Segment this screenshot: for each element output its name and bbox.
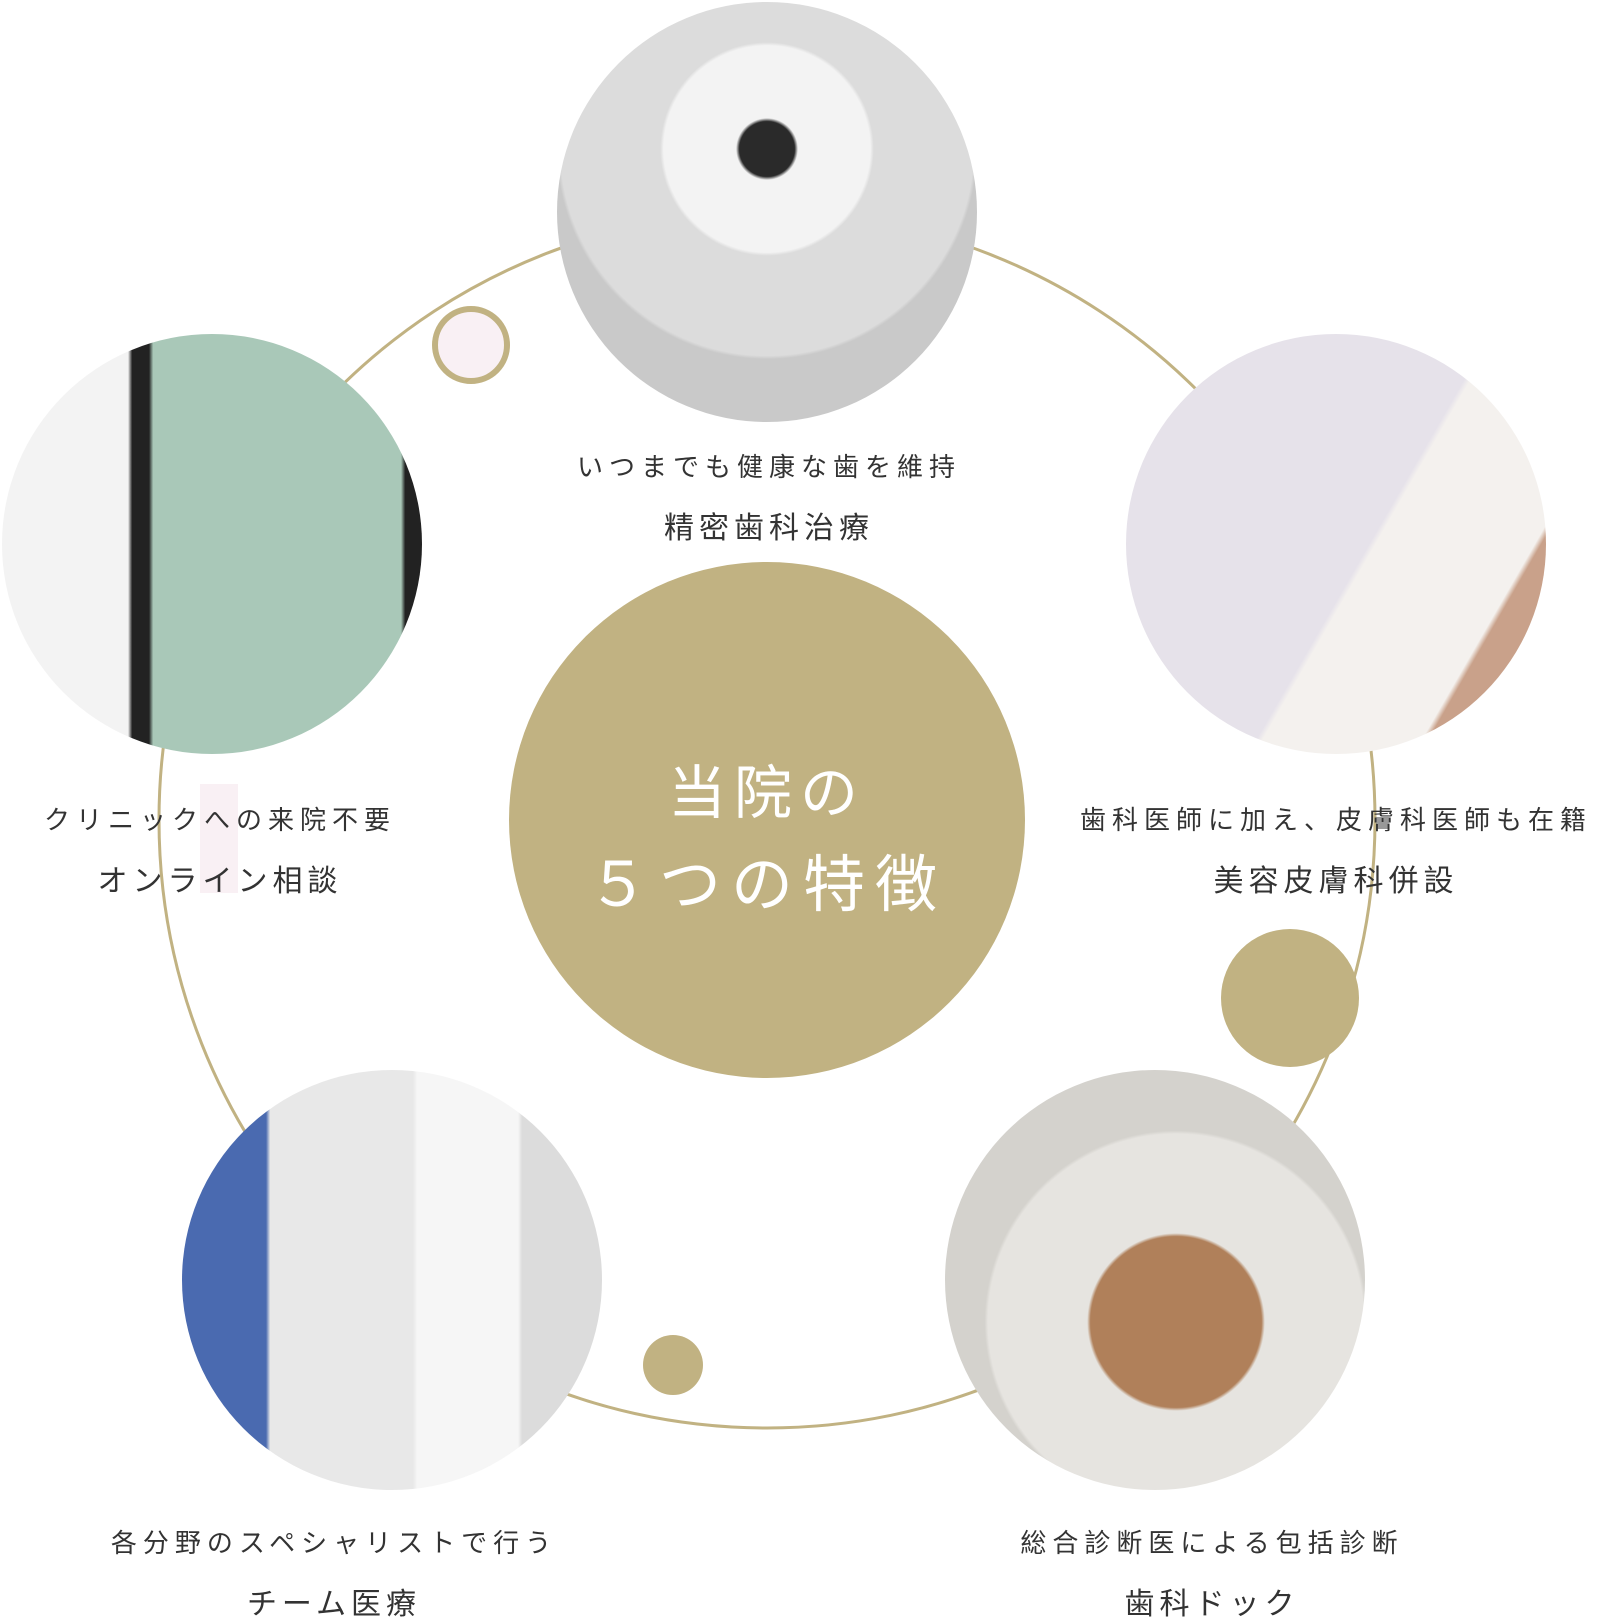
feature-label-dermatology: 歯科医師に加え、皮膚科医師も在籍 美容皮膚科併設 <box>1036 804 1616 900</box>
photo-dental-chair <box>945 1070 1365 1490</box>
feature-title: 精密歯科治療 <box>664 511 874 546</box>
feature-title: オンライン相談 <box>97 864 343 899</box>
heading-line-1: 当院の <box>667 759 866 827</box>
feature-subtitle: 各分野のスペシャリストで行う <box>110 1529 558 1559</box>
feature-subtitle: 歯科医師に加え、皮膚科医師も在籍 <box>1079 806 1592 836</box>
feature-label-team: 各分野のスペシャリストで行う チーム医療 <box>34 1527 634 1623</box>
photo-doctor-with-clipboard <box>1126 334 1546 754</box>
orbit-dot-large <box>1221 929 1359 1067</box>
feature-subtitle: いつまでも健康な歯を維持 <box>576 453 961 483</box>
orbit-dot-small-ring <box>432 306 510 384</box>
heading-line-2: ５つの特徴 <box>586 848 947 921</box>
feature-title: 歯科ドック <box>1124 1587 1300 1622</box>
feature-subtitle: 総合診断医による包括診断 <box>1020 1529 1404 1559</box>
feature-title: チーム医療 <box>246 1587 422 1622</box>
feature-subtitle: クリニックへの来院不要 <box>43 806 396 836</box>
feature-label-precision: いつまでも健康な歯を維持 精密歯科治療 <box>469 451 1069 547</box>
feature-title: 美容皮膚科併設 <box>1213 864 1459 899</box>
photo-dental-microscope <box>557 2 977 422</box>
features-heading-circle: 当院の ５つの特徴 <box>509 562 1025 1078</box>
feature-label-dental-dock: 総合診断医による包括診断 歯科ドック <box>912 1527 1512 1623</box>
orbit-dot-small <box>643 1335 703 1395</box>
feature-label-online: クリニックへの来院不要 オンライン相談 <box>0 804 520 900</box>
photo-online-consultation <box>2 334 422 754</box>
photo-doctor-with-scanner <box>182 1070 602 1490</box>
highlight-marker <box>200 784 238 893</box>
